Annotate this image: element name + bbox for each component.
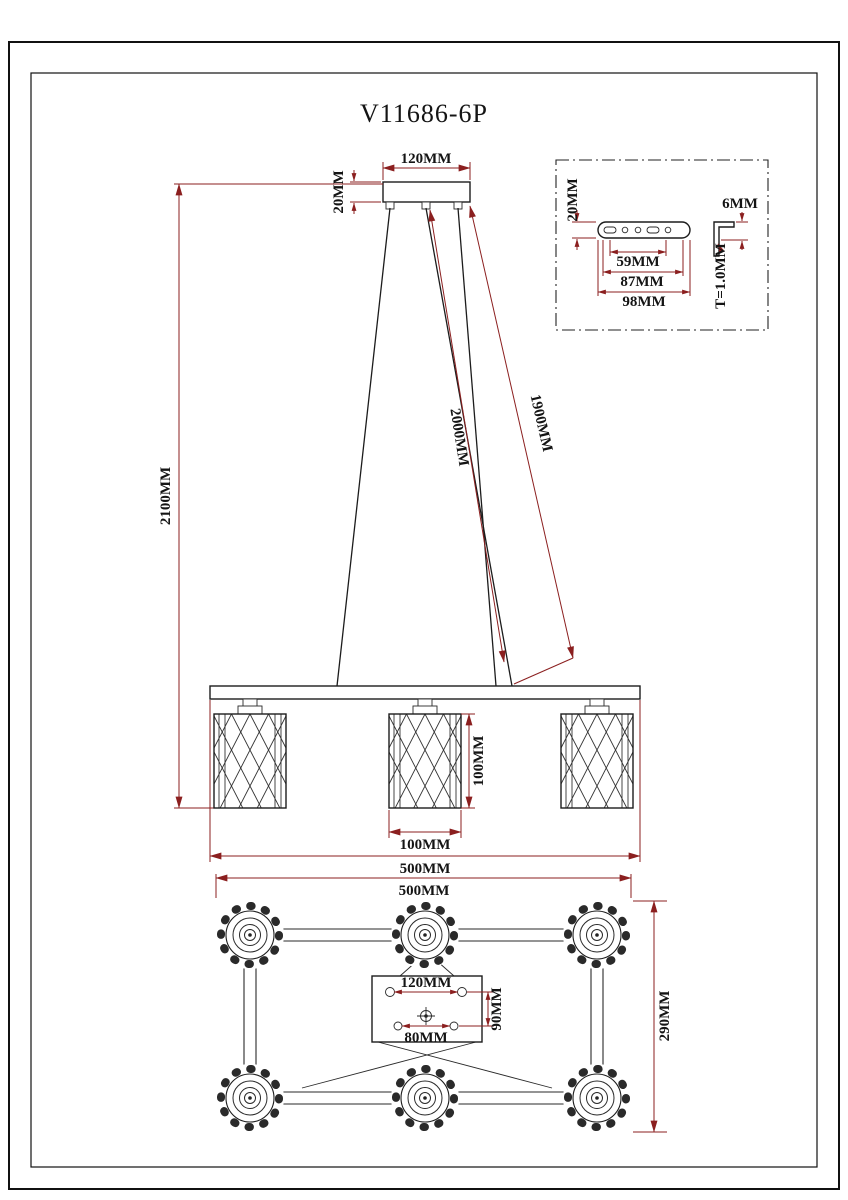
plate-hole-bottom-left — [393, 1021, 403, 1031]
dim-overall-height: 2100MM — [158, 467, 174, 525]
dim-topview-depth: 290MM — [657, 991, 673, 1042]
shade-top-3 — [563, 901, 631, 969]
dim-wire-inner: 2000MM — [446, 407, 471, 467]
shade-top-4 — [216, 1064, 284, 1132]
dim-topview-width: 500MM — [399, 883, 450, 899]
inner-frame — [30, 72, 818, 1168]
mounting-plate — [371, 975, 483, 1043]
shade-top-6 — [563, 1064, 631, 1132]
suspension-wires — [336, 207, 513, 687]
fixture-front-view: 100MM 100MM 500MM — [209, 608, 641, 892]
bracket-hole-2 — [634, 226, 642, 234]
dim-overall-height-group: 2100MM — [158, 183, 383, 809]
dim-wire-outer: 1900MM — [527, 393, 556, 453]
shade-top-2 — [391, 901, 459, 969]
mounting-bracket — [597, 221, 691, 239]
plate-hole-bottom-right — [449, 1021, 459, 1031]
dim-bar-length: 500MM — [400, 861, 451, 877]
dim-shade-height: 100MM — [471, 736, 487, 787]
dim-hole-spacing: 87MM — [620, 274, 663, 290]
bracket-slot-left — [603, 226, 617, 234]
dim-slot-spacing: 59MM — [616, 254, 659, 270]
wire-left — [336, 207, 391, 687]
dim-hole-spacing-side: 90MM — [489, 987, 505, 1030]
dim-hole-spacing-top: 120MM — [401, 975, 452, 991]
dim-shade-diameter: 100MM — [400, 837, 451, 853]
border-frame — [8, 41, 840, 1190]
canopy-front-view: 120MM 20MM — [331, 151, 471, 214]
dim-bracket-height: 20MM — [565, 178, 581, 221]
plate-hole-top-left — [385, 987, 395, 997]
bracket-hole-1 — [621, 226, 629, 234]
shade-front-left — [214, 608, 286, 892]
plate-center-mark — [424, 1014, 428, 1018]
plate-hole-top-right — [457, 987, 467, 997]
wire-connector-middle — [421, 201, 431, 210]
dim-flange-height: 6MM — [722, 196, 758, 212]
dim-bracket-width: 98MM — [622, 294, 665, 310]
wire-connector-right — [453, 201, 463, 210]
dim-material-thickness: T=1.0MM — [713, 243, 729, 309]
dim-wire-lengths: 2000MM 1900MM — [428, 205, 574, 685]
shade-top-1 — [216, 901, 284, 969]
dim-canopy-height: 20MM — [331, 170, 347, 213]
outer-frame — [8, 41, 840, 1190]
detail-view: 20MM 59MM 87MM 98MM 6MM T=1.0MM — [555, 159, 769, 331]
bracket-slot-right — [646, 226, 660, 234]
dim-canopy-width: 120MM — [401, 151, 452, 167]
bracket-hole-3 — [664, 226, 672, 234]
wire-connector-left — [385, 201, 395, 210]
shade-top-5 — [391, 1064, 459, 1132]
fixture-top-view: 500MM 120MM 80MM — [216, 874, 673, 1132]
ceiling-canopy — [382, 181, 471, 203]
fixture-bar — [209, 685, 641, 700]
drawing-title: V11686-6P — [360, 99, 488, 128]
dim-hole-spacing-bottom: 80MM — [404, 1030, 447, 1046]
